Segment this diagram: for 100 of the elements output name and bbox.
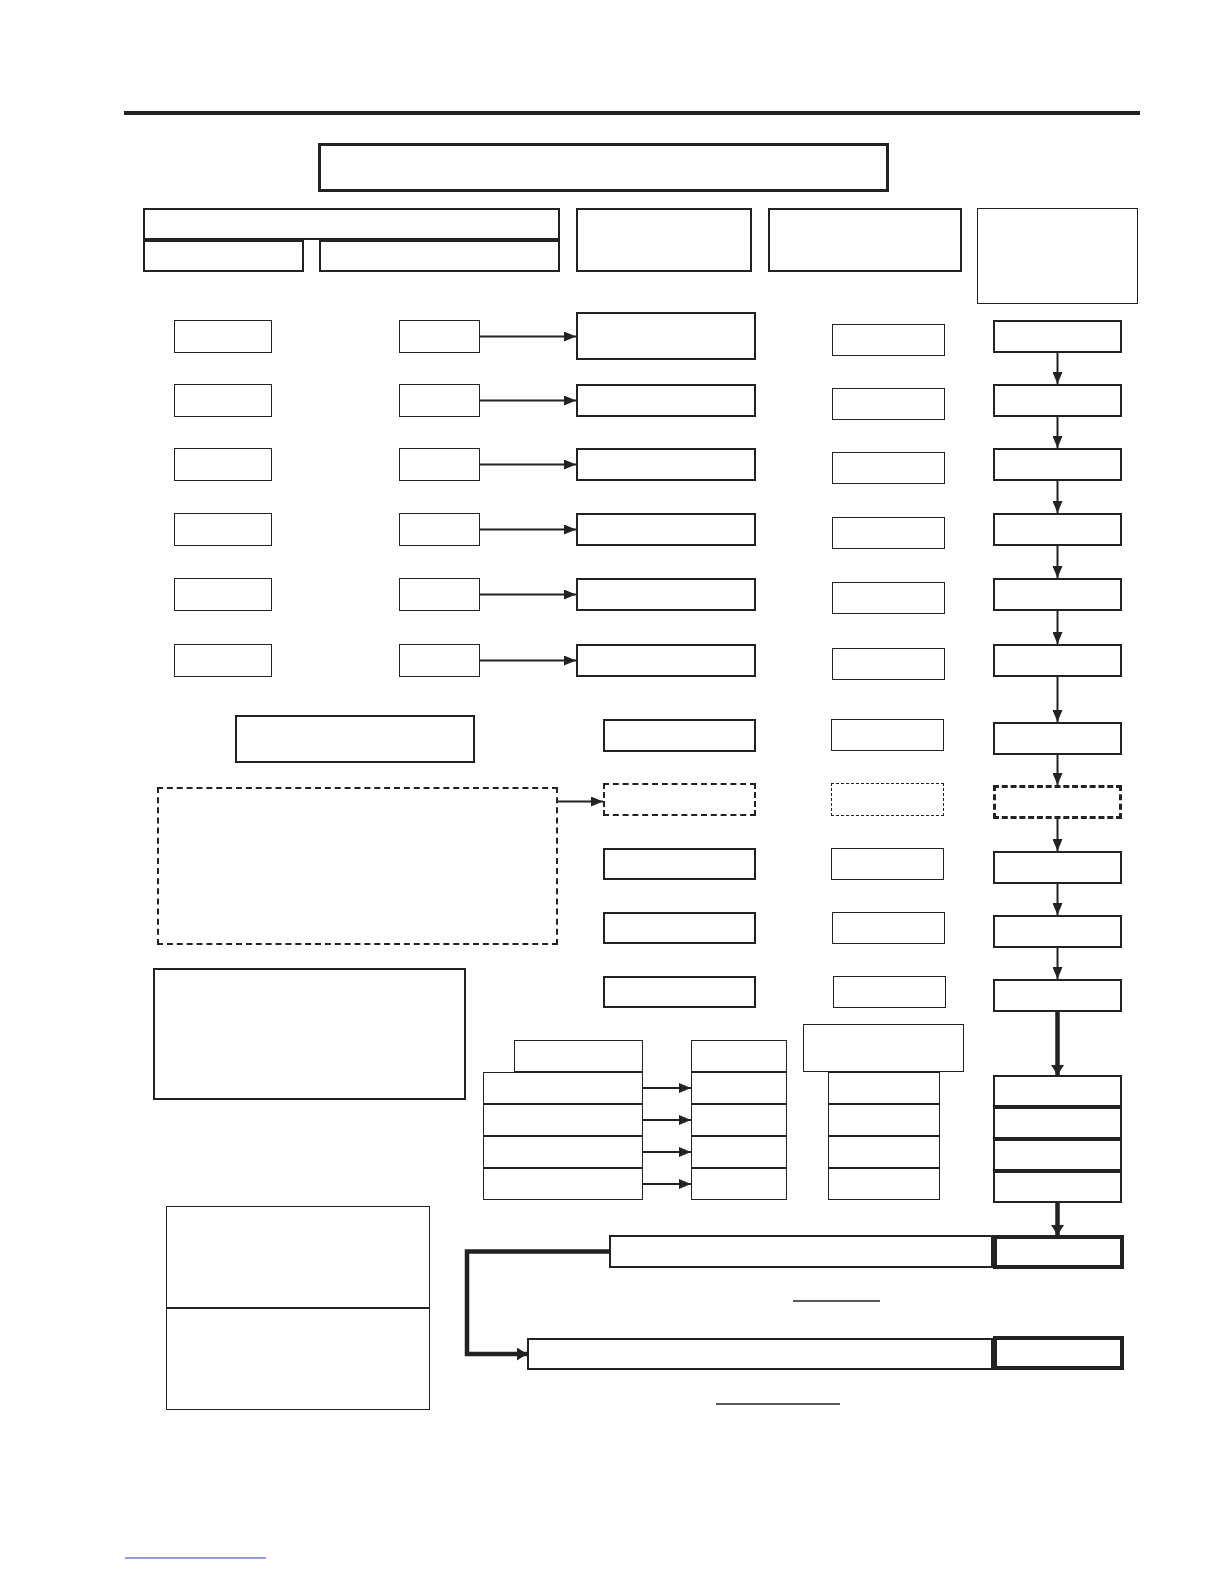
form-box xyxy=(166,1308,430,1410)
form-box xyxy=(399,644,480,677)
arrow xyxy=(1052,480,1063,514)
form-box xyxy=(803,1024,964,1072)
form-box xyxy=(993,915,1122,948)
arrow xyxy=(479,655,577,666)
arrow xyxy=(479,589,577,600)
arrow xyxy=(1052,416,1063,449)
dashed-box xyxy=(993,785,1122,819)
arrow xyxy=(479,459,577,470)
form-box xyxy=(576,312,756,360)
form-box xyxy=(319,240,560,272)
arrow xyxy=(1052,947,1063,980)
form-box xyxy=(691,1136,787,1168)
arrow xyxy=(1052,883,1063,916)
form-box xyxy=(828,1104,940,1136)
form-box xyxy=(832,452,945,484)
form-box xyxy=(831,719,944,751)
form-box xyxy=(993,722,1122,755)
form-box xyxy=(174,320,272,353)
form-box xyxy=(993,513,1122,546)
form-box xyxy=(609,1235,993,1268)
form-box xyxy=(576,448,756,481)
form-box xyxy=(235,715,475,763)
form-box xyxy=(691,1168,787,1200)
form-box xyxy=(174,578,272,611)
arrow xyxy=(479,331,577,342)
form-box xyxy=(691,1104,787,1136)
form-box xyxy=(828,1136,940,1168)
dashed-box xyxy=(603,783,756,816)
form-box xyxy=(828,1168,940,1200)
form-box xyxy=(174,513,272,546)
form-box xyxy=(174,448,272,481)
arrow xyxy=(1052,818,1063,852)
form-box xyxy=(832,517,945,549)
form-box xyxy=(603,848,756,880)
form-box xyxy=(318,143,889,192)
arrow xyxy=(1052,610,1063,645)
form-box xyxy=(399,448,480,481)
form-box xyxy=(993,979,1122,1012)
form-box xyxy=(527,1338,993,1370)
form-box xyxy=(993,384,1122,417)
arrow xyxy=(479,524,577,535)
dashed-box xyxy=(831,783,944,816)
arrow xyxy=(642,1179,692,1189)
form-box xyxy=(603,719,756,752)
form-box xyxy=(768,208,962,272)
form-box xyxy=(399,384,480,417)
arrow xyxy=(479,395,577,406)
form-box xyxy=(174,384,272,417)
arrow xyxy=(1052,676,1063,723)
arrow xyxy=(464,1249,609,1361)
form-box xyxy=(691,1072,787,1104)
arrow xyxy=(1051,1203,1064,1235)
form-box xyxy=(691,1040,787,1072)
form-box xyxy=(828,1072,940,1104)
form-box xyxy=(603,912,756,944)
form-box xyxy=(399,320,480,353)
form-box xyxy=(483,1072,643,1104)
form-box xyxy=(993,1075,1122,1107)
form-box xyxy=(833,976,946,1008)
form-box xyxy=(483,1168,643,1200)
form-box xyxy=(993,1171,1122,1203)
form-box xyxy=(603,976,756,1008)
form-box xyxy=(993,851,1122,884)
arrow xyxy=(1051,1012,1064,1075)
form-box xyxy=(483,1136,643,1168)
arrow xyxy=(1052,754,1063,786)
arrow xyxy=(642,1083,692,1093)
form-box xyxy=(993,644,1122,677)
form-box xyxy=(832,648,945,680)
form-box xyxy=(483,1104,643,1136)
arrow xyxy=(557,796,604,807)
form-box xyxy=(399,578,480,611)
form-box xyxy=(143,240,304,272)
form-box xyxy=(832,582,945,614)
form-box xyxy=(576,644,756,677)
form-box xyxy=(576,208,752,272)
form-box xyxy=(576,513,756,546)
form-box xyxy=(399,513,480,546)
arrow xyxy=(1052,545,1063,579)
form-box xyxy=(576,384,756,417)
form-box xyxy=(993,320,1122,353)
form-box xyxy=(831,848,944,880)
arrow xyxy=(642,1147,692,1157)
arrow xyxy=(1052,352,1063,385)
form-box xyxy=(832,912,945,944)
form-box xyxy=(832,324,945,356)
form-box xyxy=(143,208,560,240)
form-box xyxy=(576,578,756,611)
form-box xyxy=(174,644,272,677)
form-box xyxy=(153,968,466,1100)
form-box xyxy=(993,1235,1124,1269)
dashed-box xyxy=(157,787,558,945)
form-box xyxy=(166,1206,430,1308)
form-box xyxy=(993,1107,1122,1139)
arrow xyxy=(642,1115,692,1125)
form-box xyxy=(514,1040,643,1072)
form-box xyxy=(832,388,945,420)
form-box xyxy=(977,208,1138,304)
